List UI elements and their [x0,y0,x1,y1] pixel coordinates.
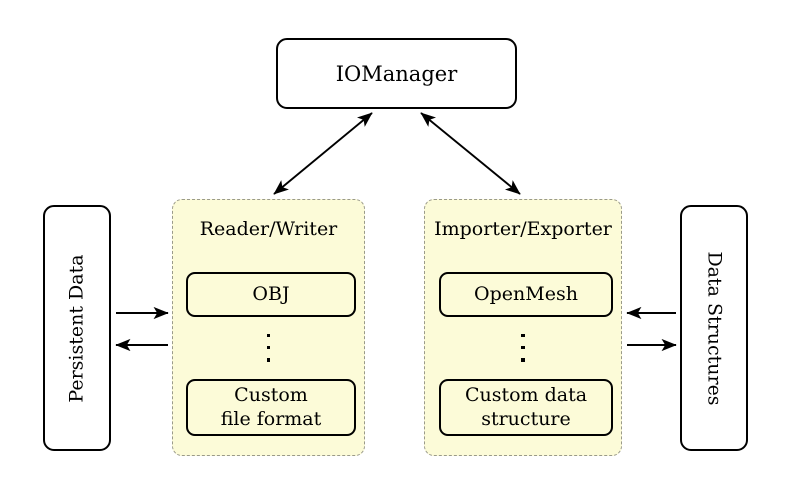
item-obj[interactable]: OBJ [186,272,356,317]
item-openmesh[interactable]: OpenMesh [439,272,613,317]
item-custom-data-structure[interactable]: Custom data structure [439,379,613,436]
persistent-data-label: Persistent Data [65,253,88,403]
data-structures-label: Data Structures [703,250,726,406]
item-custom-data-structure-label: Custom data structure [465,384,587,430]
item-openmesh-label: OpenMesh [474,282,578,305]
node-data-structures[interactable]: Data Structures [680,205,748,451]
panel-importer-exporter[interactable]: Importer/Exporter OpenMesh Custom data s… [424,199,622,456]
item-custom-data-structure-line1: Custom data [464,384,588,407]
item-custom-file-format-line2: file format [220,407,322,430]
connector-iomanager-importerexporter [420,112,521,195]
iomanager-label: IOManager [335,61,458,86]
reader-writer-ellipsis-icon [173,334,364,362]
item-custom-file-format-label: Custom file format [221,384,322,430]
item-custom-data-structure-line2: structure [481,407,571,430]
node-persistent-data[interactable]: Persistent Data [43,205,111,451]
node-iomanager[interactable]: IOManager [276,38,517,109]
importer-exporter-ellipsis-icon [425,334,621,362]
item-custom-file-format-line1: Custom [234,384,308,407]
panel-importer-exporter-title: Importer/Exporter [434,218,612,240]
item-obj-label: OBJ [252,282,290,305]
panel-reader-writer-title: Reader/Writer [199,218,338,240]
panel-reader-writer[interactable]: Reader/Writer OBJ Custom file format [172,199,365,456]
connector-iomanager-readerwriter [273,112,373,195]
item-custom-file-format[interactable]: Custom file format [186,379,356,436]
